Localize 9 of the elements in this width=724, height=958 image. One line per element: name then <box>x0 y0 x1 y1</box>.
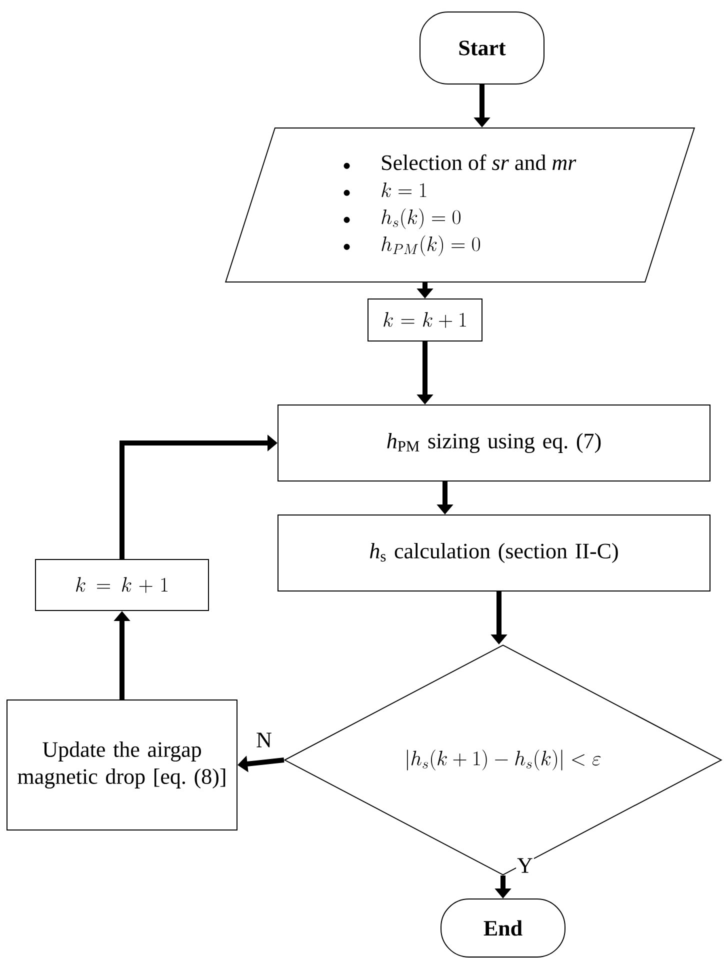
process-box: $k = k + 1$ <box>35 559 209 611</box>
terminal-box: End <box>440 898 566 958</box>
terminal-box: Start <box>420 12 544 84</box>
edge-label: N <box>255 732 273 748</box>
process-box: h$_{s}$ calculation (section II-C) <box>278 514 710 592</box>
edge-label: Y <box>516 857 534 874</box>
process-box: Update the airgap magnetic drop [eq. (8)] <box>6 700 238 830</box>
process-box: $k = k + 1$ <box>368 298 482 342</box>
process-box: h$_{PM}$ sizing using eq. (7) <box>278 404 710 482</box>
